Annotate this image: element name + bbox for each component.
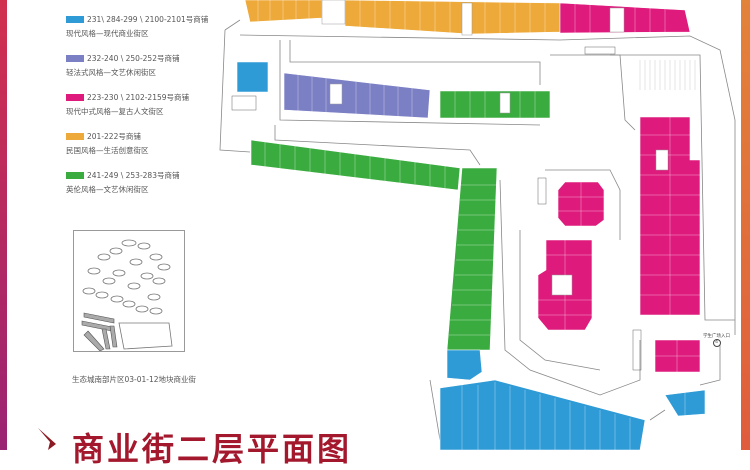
legend-swatch xyxy=(66,55,84,62)
zone-republic-west[interactable] xyxy=(244,0,323,23)
legend-swatch xyxy=(66,133,84,140)
legend-desc: 英伦风格—文艺休闲街区 xyxy=(66,185,149,194)
title-arrow-icon xyxy=(38,428,56,450)
zone-british-vertical[interactable] xyxy=(446,167,498,351)
site-map-drawing xyxy=(81,239,173,352)
entrance-marker: 学生广场入口 4 xyxy=(703,333,730,347)
legend-swatch xyxy=(66,172,84,179)
zone-chinese-north[interactable] xyxy=(559,2,691,34)
legend-item-republic: 201-222号商铺 民国风格—生活创意街区 xyxy=(66,131,236,156)
walkway-outlines xyxy=(219,19,736,441)
site-map-caption: 生态城南部片区03-01-12地块商业街 xyxy=(72,375,197,384)
entrance-number: 4 xyxy=(712,339,721,347)
zone-british-long[interactable] xyxy=(250,139,461,191)
stair-cores xyxy=(321,0,669,296)
legend-item-french: 232-240 \ 250-252号商铺 轻法式风格—文艺休闲街区 xyxy=(66,53,236,78)
plaza-grid xyxy=(639,60,696,90)
left-accent-band xyxy=(0,0,7,450)
zone-republic-east[interactable] xyxy=(344,0,561,35)
legend-swatch xyxy=(66,16,84,23)
zone-british-north[interactable] xyxy=(439,90,551,119)
site-location-map xyxy=(73,230,185,352)
floor-plan xyxy=(219,0,736,450)
legend-desc: 轻法式风格—文艺休闲街区 xyxy=(66,68,156,77)
right-accent-band xyxy=(741,0,750,450)
zone-modern-south[interactable] xyxy=(439,379,646,450)
zone-french[interactable] xyxy=(283,72,431,119)
legend-code: 201-222号商铺 xyxy=(87,132,141,141)
shop-dividers xyxy=(257,0,700,450)
legend-code: 241-249 \ 253-283号商铺 xyxy=(87,171,180,180)
escalators xyxy=(231,46,642,371)
legend-item-modern: 231\ 284-299 \ 2100-2101号商铺 现代风格—现代商业街区 xyxy=(66,14,236,39)
legend-code: 232-240 \ 250-252号商铺 xyxy=(87,54,180,63)
legend-code: 223-230 \ 2102-2159号商铺 xyxy=(87,93,190,102)
legend-desc: 现代风格—现代商业街区 xyxy=(66,29,149,38)
legend-desc: 民国风格—生活创意街区 xyxy=(66,146,149,155)
zone-modern-corner[interactable] xyxy=(446,349,483,381)
legend-desc: 现代中式风格—复古人文街区 xyxy=(66,107,164,116)
legend-swatch xyxy=(66,94,84,101)
legend-item-chinese: 223-230 \ 2102-2159号商铺 现代中式风格—复古人文街区 xyxy=(66,92,236,117)
legend-code: 231\ 284-299 \ 2100-2101号商铺 xyxy=(87,15,209,24)
entrance-label: 学生广场入口 xyxy=(703,334,730,339)
legend-item-british: 241-249 \ 253-283号商铺 英伦风格—文艺休闲街区 xyxy=(66,170,236,195)
zone-modern-square[interactable] xyxy=(236,61,269,93)
legend: 231\ 284-299 \ 2100-2101号商铺 现代风格—现代商业街区 … xyxy=(66,14,236,209)
